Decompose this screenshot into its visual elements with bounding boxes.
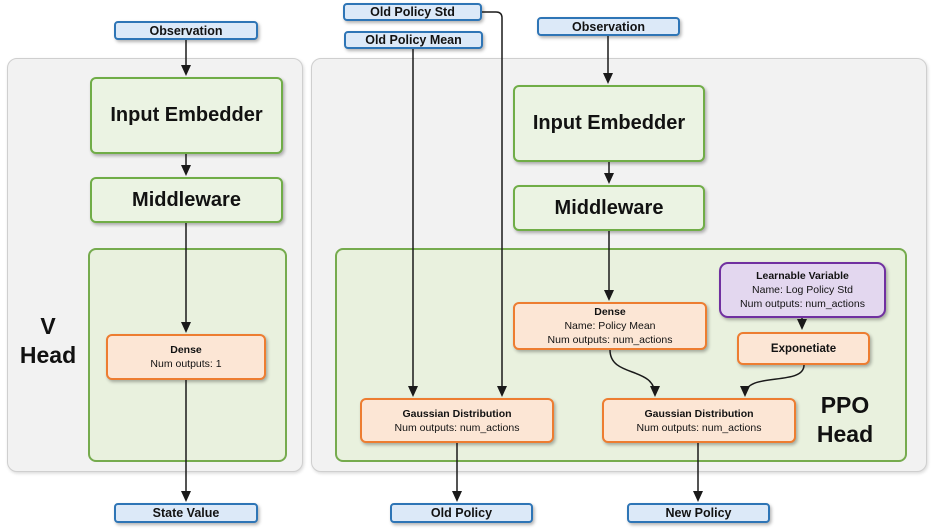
learnable-variable-title: Learnable Variable <box>756 270 849 282</box>
v-head-label-line2: Head <box>19 342 77 368</box>
ppo-head-label-line2: Head <box>816 421 874 447</box>
ppo-head-label-line1: PPO <box>820 392 870 418</box>
gaussian-distribution-old-node: Gaussian Distribution Num outputs: num_a… <box>360 398 554 443</box>
dense-policy-mean-name: Name: Policy Mean <box>564 320 656 332</box>
v-head-label-line1: V <box>40 313 56 339</box>
middleware-label-v: Middleware <box>132 188 241 211</box>
input-embedder-node-v: Input Embedder <box>90 77 283 154</box>
gaussian-distribution-new-node: Gaussian Distribution Num outputs: num_a… <box>602 398 796 443</box>
old-policy-mean-node: Old Policy Mean <box>344 31 483 49</box>
input-embedder-label-v: Input Embedder <box>110 104 263 126</box>
old-policy-mean-label: Old Policy Mean <box>365 33 462 47</box>
old-policy-std-node: Old Policy Std <box>343 3 482 21</box>
exponetiate-node: Exponetiate <box>737 332 870 365</box>
gaussian-new-outputs: Num outputs: num_actions <box>636 421 762 434</box>
state-value-node: State Value <box>114 503 258 523</box>
dense-policy-mean-title: Dense <box>594 306 626 318</box>
input-embedder-label-ppo: Input Embedder <box>532 112 686 134</box>
dense-policy-mean-node: Dense Name: Policy Mean Num outputs: num… <box>513 302 707 350</box>
learnable-variable-node: Learnable Variable Name: Log Policy Std … <box>719 262 886 318</box>
ppo-head-label: PPO Head <box>795 391 895 449</box>
old-policy-std-label: Old Policy Std <box>370 5 455 19</box>
observation-label-v: Observation <box>149 23 223 38</box>
gaussian-old-outputs: Num outputs: num_actions <box>394 421 520 434</box>
new-policy-output-label: New Policy <box>665 506 732 520</box>
learnable-variable-name: Name: Log Policy Std <box>752 284 853 296</box>
dense-title-v: Dense <box>170 344 202 356</box>
old-policy-output-node: Old Policy <box>390 503 533 523</box>
observation-node-ppo: Observation <box>537 17 680 36</box>
observation-node-v: Observation <box>114 21 258 40</box>
observation-label-ppo: Observation <box>572 19 645 34</box>
middleware-node-v: Middleware <box>90 177 283 223</box>
old-policy-output-label: Old Policy <box>430 506 493 520</box>
dense-policy-mean-outputs: Num outputs: num_actions <box>547 334 673 346</box>
exponetiate-label: Exponetiate <box>770 342 837 355</box>
v-head-label: V Head <box>8 312 88 370</box>
new-policy-output-node: New Policy <box>627 503 770 523</box>
input-embedder-node-ppo: Input Embedder <box>513 85 705 162</box>
gaussian-old-title: Gaussian Distribution <box>402 407 512 420</box>
dense-outputs-v: Num outputs: 1 <box>150 358 222 370</box>
middleware-label-ppo: Middleware <box>554 196 664 219</box>
dense-node-v: Dense Num outputs: 1 <box>106 334 266 380</box>
learnable-variable-outputs: Num outputs: num_actions <box>740 298 865 310</box>
gaussian-new-title: Gaussian Distribution <box>644 407 754 420</box>
middleware-node-ppo: Middleware <box>513 185 705 231</box>
state-value-label: State Value <box>152 506 220 520</box>
